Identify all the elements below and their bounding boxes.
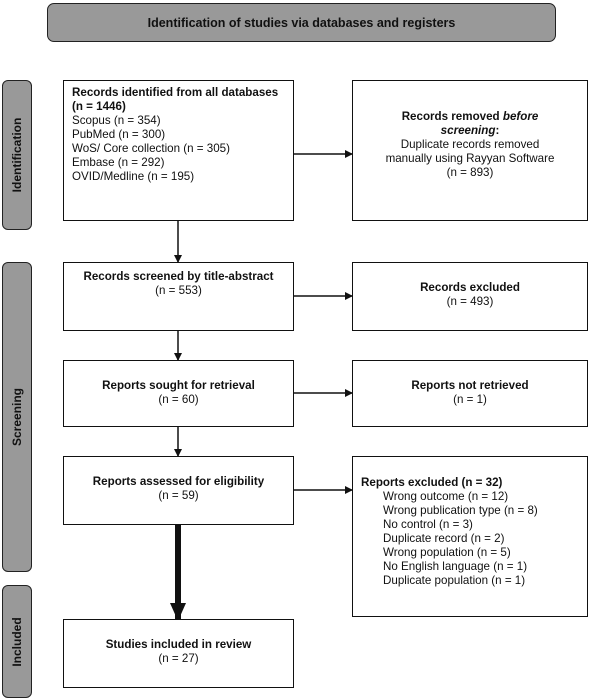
reason-duplicate-population: Duplicate population (n = 1)	[383, 574, 526, 587]
reports-assessed-count: (n = 59)	[158, 489, 199, 502]
reports-sought-box: Reports sought for retrieval (n = 60)	[63, 360, 294, 427]
records-screened-title: Records screened by title-abstract	[83, 270, 274, 283]
reports-not-retrieved-count: (n = 1)	[453, 393, 487, 406]
records-identified-title: Records identified from all databases (n…	[72, 86, 279, 113]
source-ovid-medline: OVID/Medline (n = 195)	[72, 170, 195, 183]
reports-excluded-box: Reports excluded (n = 32) Wrong outcome …	[352, 456, 588, 617]
records-excluded-box: Records excluded (n = 493)	[352, 262, 588, 331]
records-removed-line2: manually using Rayyan Software	[385, 152, 555, 165]
reports-excluded-title: Reports excluded (n = 32)	[361, 476, 503, 489]
records-excluded-count: (n = 493)	[446, 295, 494, 308]
records-removed-line1: Duplicate records removed	[400, 138, 540, 151]
source-pubmed: PubMed (n = 300)	[72, 128, 166, 141]
reason-wrong-publication-type: Wrong publication type (n = 8)	[383, 504, 538, 517]
phase-screening: Screening	[2, 262, 32, 572]
studies-included-title: Studies included in review	[105, 638, 252, 651]
reports-sought-title: Reports sought for retrieval	[102, 379, 255, 392]
studies-included-count: (n = 27)	[158, 652, 199, 665]
reason-duplicate-record: Duplicate record (n = 2)	[383, 532, 505, 545]
records-screened-box: Records screened by title-abstract (n = …	[63, 262, 294, 331]
reason-wrong-outcome: Wrong outcome (n = 12)	[383, 490, 509, 503]
records-excluded-title: Records excluded	[420, 281, 520, 294]
records-screened-count: (n = 553)	[155, 284, 202, 297]
reports-not-retrieved-box: Reports not retrieved (n = 1)	[352, 360, 588, 427]
phase-identification: Identification	[2, 80, 32, 230]
reports-assessed-box: Reports assessed for eligibility (n = 59…	[63, 456, 294, 525]
records-identified-box: Records identified from all databases (n…	[63, 80, 294, 221]
source-scopus: Scopus (n = 354)	[72, 114, 161, 127]
reason-no-english-language: No English language (n = 1)	[383, 560, 528, 573]
source-wos: WoS/ Core collection (n = 305)	[72, 142, 230, 155]
reason-wrong-population: Wrong population (n = 5)	[383, 546, 511, 559]
records-removed-count: (n = 893)	[446, 166, 494, 179]
studies-included-box: Studies included in review (n = 27)	[63, 619, 294, 688]
reports-assessed-title: Reports assessed for eligibility	[92, 475, 265, 488]
phase-included: Included	[2, 585, 32, 698]
source-embase: Embase (n = 292)	[72, 156, 165, 169]
reason-no-control: No control (n = 3)	[383, 518, 473, 531]
reports-sought-count: (n = 60)	[158, 393, 199, 406]
header-bar: Identification of studies via databases …	[47, 3, 556, 42]
reports-not-retrieved-title: Reports not retrieved	[411, 379, 529, 392]
header-title: Identification of studies via databases …	[147, 15, 456, 30]
